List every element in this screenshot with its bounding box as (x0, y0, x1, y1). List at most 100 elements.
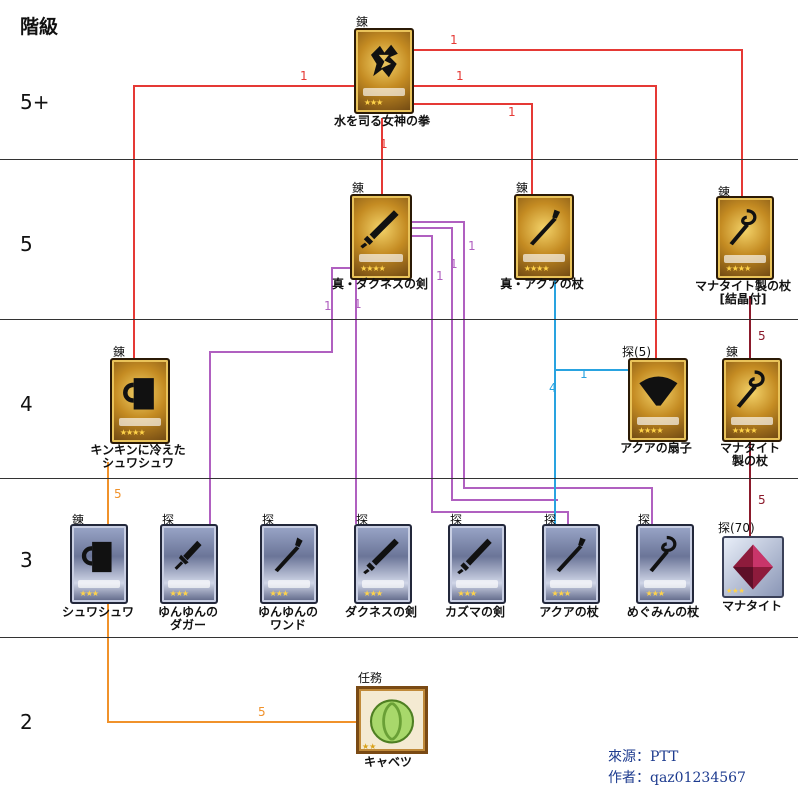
curled-staff-icon (649, 535, 677, 573)
cabbage-icon (369, 699, 415, 744)
node-label: 真・ダクネスの剣 (331, 277, 428, 291)
edge-quantity-label: 1 (300, 69, 308, 83)
edge-quantity-label: 1 (354, 297, 362, 311)
sword-icon (360, 209, 399, 249)
edge-quantity-label: 4 (549, 381, 557, 395)
node-label: マナタイト製の杖 (694, 279, 791, 293)
true-darkness-sword-card: ★★★★ (350, 194, 412, 280)
node-label: ゆんゆんの (257, 605, 318, 619)
curled-staff-icon (729, 209, 757, 246)
node-tag: 錬 (718, 185, 731, 199)
node-tag: 探 (450, 513, 463, 527)
node-tag: 探(70) (718, 521, 755, 535)
node-label-line2: [結晶付] (719, 292, 767, 306)
node-tag: 錬 (726, 345, 739, 359)
node-tag: 探 (162, 513, 175, 527)
node-label: シュワシュワ (61, 605, 134, 619)
sword-icon (363, 538, 400, 575)
mug-icon (82, 541, 112, 573)
node-tag: 探 (544, 513, 557, 527)
edge-line (408, 235, 569, 524)
manatite-staff-card: ★★★★ (722, 358, 782, 442)
node-label: カズマの剣 (444, 605, 505, 619)
goddess-fist-card: ★★★ (354, 28, 414, 114)
mug-icon (122, 377, 154, 410)
wand-icon (274, 537, 304, 573)
tier-label-5plus: 5+ (20, 90, 50, 114)
tier-column-title: 階級 (20, 16, 59, 38)
node-label: ダクネスの剣 (344, 605, 417, 619)
node-label-line2: 製の杖 (731, 454, 768, 468)
tier-divider (0, 478, 798, 479)
yunyun-wand-card: ★★★ (260, 524, 318, 604)
shuwashuwa-card: ★★★ (70, 524, 128, 604)
node-label: ゆんゆんの (157, 605, 218, 619)
edge-quantity-label: 1 (456, 69, 464, 83)
manatite-staff-crystal-card: ★★★★ (716, 196, 774, 280)
darkness-sword-card: ★★★ (354, 524, 412, 604)
node-tag: 錬 (516, 181, 529, 195)
crystal-icon (733, 544, 773, 590)
edge-line (133, 85, 356, 358)
node-label: 水を司る女神の拳 (333, 114, 430, 128)
node-label-line2: シュワシュワ (101, 456, 174, 470)
tier-divider (0, 159, 798, 160)
edge-quantity-label: 1 (468, 239, 476, 253)
edge-line (408, 227, 558, 501)
tier-label-5: 5 (20, 232, 33, 256)
cabbage-card: ★★ (356, 686, 428, 754)
edge-line (408, 221, 653, 524)
edge-quantity-label: 1 (436, 269, 444, 283)
sword-icon (457, 538, 493, 575)
fist-emblem-icon (370, 44, 398, 77)
staff-icon (529, 209, 560, 246)
megumin-staff-card: ★★★ (636, 524, 694, 604)
aqua-staff-card: ★★★ (542, 524, 600, 604)
edge-quantity-label: 5 (758, 493, 766, 507)
node-tag: 錬 (356, 15, 369, 29)
node-tag: 探 (262, 513, 275, 527)
node-label-line2: ダガー (169, 618, 206, 632)
node-tag: 錬 (72, 513, 85, 527)
manatite-card: ★★★ (722, 536, 784, 598)
author-credit: 作者：qaz01234567 (608, 770, 746, 786)
node-label: めぐみんの杖 (626, 605, 700, 619)
fan-icon (638, 376, 678, 407)
edge-quantity-label: 5 (258, 705, 266, 719)
edge-quantity-label: 1 (450, 33, 458, 47)
edge-line (410, 103, 533, 194)
node-label-line2: ワンド (269, 618, 306, 632)
true-aqua-staff-card: ★★★★ (514, 194, 574, 280)
node-label: 真・アクアの杖 (500, 277, 584, 291)
aqua-fan-card: ★★★★ (628, 358, 688, 442)
edge-quantity-label: 1 (324, 299, 332, 313)
curled-staff-icon (736, 370, 765, 409)
edge-quantity-label: 1 (380, 137, 388, 151)
kazuma-sword-card: ★★★ (448, 524, 506, 604)
cold-shuwashuwa-card: ★★★★ (110, 358, 170, 444)
tier-divider (0, 637, 798, 638)
edge-line (410, 49, 743, 196)
tier-divider (0, 319, 798, 320)
edge-quantity-label: 1 (450, 257, 458, 271)
node-tag: 探 (356, 513, 369, 527)
node-tag: 任務 (358, 671, 383, 685)
node-tag: 探 (638, 513, 651, 527)
edge-quantity-label: 5 (114, 487, 122, 501)
edge-line (209, 267, 366, 524)
edge-line (355, 275, 370, 524)
node-label: アクアの杖 (539, 605, 599, 619)
yunyun-dagger-card: ★★★ (160, 524, 218, 604)
node-label: キャベツ (363, 755, 412, 769)
node-label: マナタイト (719, 441, 780, 455)
dagger-icon (174, 540, 202, 570)
edge-quantity-label: 1 (508, 105, 516, 119)
node-label: マナタイト (721, 599, 782, 613)
tier-label-2: 2 (20, 710, 33, 734)
node-tag: 錬 (113, 345, 126, 359)
node-tag: 探(5) (622, 345, 651, 359)
node-tag: 錬 (352, 181, 365, 195)
tier-label-3: 3 (20, 548, 33, 572)
